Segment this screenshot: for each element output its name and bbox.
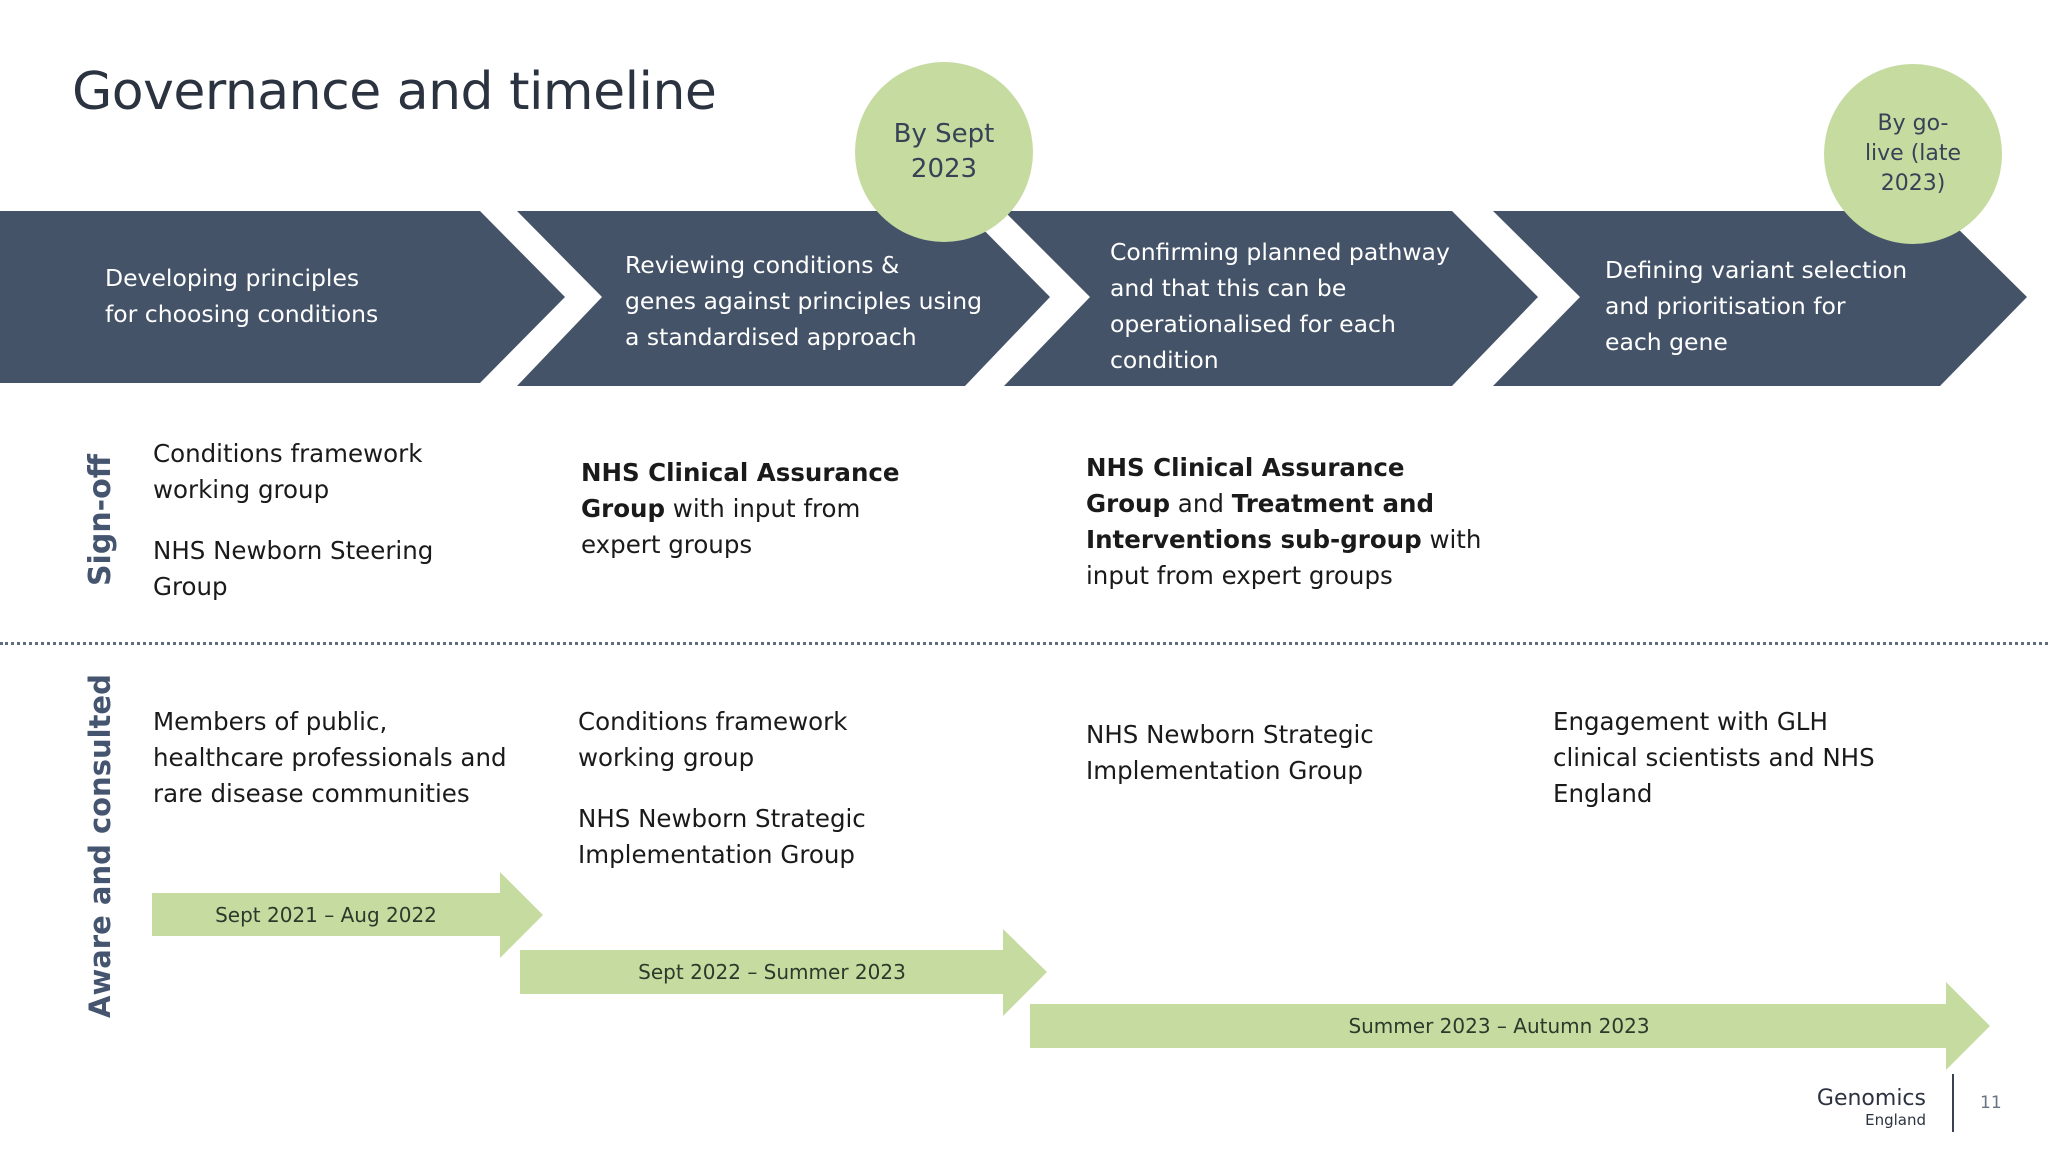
- signoff-3-line-4: input from expert groups: [1086, 561, 1393, 590]
- signoff-1-line-1: Conditions framework: [153, 439, 423, 468]
- phase-chevron-3: [1004, 211, 1538, 386]
- aware-1-line-1: Members of public,: [153, 707, 388, 736]
- aware-2-line-3: NHS Newborn Strategic: [578, 804, 866, 833]
- milestone-1-line-1: By Sept: [893, 119, 995, 149]
- timeline-label-2: Sept 2022 – Summer 2023: [638, 960, 906, 984]
- phase-3-line-3: operationalised for each: [1110, 310, 1396, 338]
- timeline-arrow-3: [1030, 982, 1990, 1070]
- signoff-2-line-1: NHS Clinical Assurance: [581, 458, 900, 487]
- milestone-2-line-3: 2023): [1880, 171, 1946, 196]
- page-number: 11: [1980, 1093, 2002, 1113]
- aware-1-line-2: healthcare professionals and: [153, 743, 507, 772]
- aware-4-line-3: England: [1553, 779, 1653, 808]
- signoff-2-line-2-rest: with input from: [665, 494, 861, 523]
- signoff-3-bold-group: Group: [1086, 489, 1171, 518]
- signoff-3-with: with: [1421, 525, 1482, 554]
- timeline-label-3: Summer 2023 – Autumn 2023: [1348, 1014, 1650, 1038]
- signoff-3-bold-treatment: Treatment and: [1231, 489, 1434, 518]
- phase-1-line-2: for choosing conditions: [105, 300, 379, 328]
- milestone-2-line-2: live (late: [1864, 141, 1962, 166]
- phase-4-line-2: and prioritisation for: [1605, 292, 1846, 320]
- phase-chevron-4: [1493, 211, 2027, 386]
- timeline-arrow-2: [520, 929, 1047, 1016]
- aware-3-line-1: NHS Newborn Strategic: [1086, 720, 1374, 749]
- signoff-3-and: and: [1170, 489, 1232, 518]
- phase-4-line-1: Defining variant selection: [1605, 256, 1908, 284]
- phase-2-line-1: Reviewing conditions &: [625, 251, 900, 279]
- genomics-england-logo: Genomics England: [1810, 1086, 1926, 1132]
- signoff-2-line-3: expert groups: [581, 530, 753, 559]
- aware-cell-1: Members of public, healthcare profession…: [153, 704, 507, 812]
- milestone-sept-2023: By Sept 2023: [855, 62, 1033, 242]
- milestone-2-line-1: By go-: [1877, 111, 1949, 136]
- signoff-3-line-1: NHS Clinical Assurance: [1086, 453, 1405, 482]
- phase-chevron-2: [517, 211, 1050, 386]
- aware-cell-3: NHS Newborn Strategic Implementation Gro…: [1086, 717, 1374, 789]
- milestone-1-line-2: 2023: [910, 154, 978, 184]
- aware-4-line-2: clinical scientists and NHS: [1553, 743, 1875, 772]
- timeline-arrow-1: [152, 872, 543, 958]
- aware-3-line-2: Implementation Group: [1086, 756, 1363, 785]
- aware-cell-2: Conditions framework working group NHS N…: [578, 704, 866, 873]
- signoff-1-line-2: working group: [153, 475, 330, 504]
- phase-2-line-3: a standardised approach: [625, 323, 917, 351]
- phase-1-line-1: Developing principles: [105, 264, 360, 292]
- phase-4-text: Defining variant selection and prioritis…: [1605, 252, 1907, 360]
- page-title: Governance and timeline: [72, 62, 717, 122]
- aware-2-line-4: Implementation Group: [578, 840, 855, 869]
- signoff-cell-1: Conditions framework working group NHS N…: [153, 436, 433, 605]
- phase-2-line-2: genes against principles using: [625, 287, 983, 315]
- signoff-1-line-3: NHS Newborn Steering: [153, 536, 434, 565]
- aware-cell-4: Engagement with GLH clinical scientists …: [1553, 704, 1875, 812]
- signoff-1-line-4: Group: [153, 572, 228, 601]
- aware-1-line-3: rare disease communities: [153, 779, 470, 808]
- phase-3-line-1: Confirming planned pathway: [1110, 238, 1450, 266]
- signoff-cell-3: NHS Clinical Assurance Group and Treatme…: [1086, 450, 1481, 594]
- timeline-label-1: Sept 2021 – Aug 2022: [215, 903, 437, 927]
- phase-3-line-2: and that this can be: [1110, 274, 1347, 302]
- phase-3-text: Confirming planned pathway and that this…: [1110, 234, 1450, 378]
- signoff-cell-2: NHS Clinical Assurance Group with input …: [581, 455, 900, 563]
- aware-2-line-2: working group: [578, 743, 755, 772]
- logo-main-text: Genomics: [1816, 1086, 1926, 1111]
- phase-1-text: Developing principles for choosing condi…: [105, 260, 378, 332]
- aware-4-line-1: Engagement with GLH: [1553, 707, 1828, 736]
- row-divider: [0, 642, 2048, 645]
- logo-sub-text: England: [1865, 1111, 1926, 1129]
- phase-2-text: Reviewing conditions & genes against pri…: [625, 247, 982, 355]
- aware-2-line-1: Conditions framework: [578, 707, 848, 736]
- signoff-3-bold-interventions: Interventions sub-group: [1086, 525, 1422, 554]
- footer-divider: [1952, 1074, 1954, 1132]
- milestone-go-live: By go- live (late 2023): [1824, 64, 2002, 244]
- phase-4-line-3: each gene: [1605, 328, 1728, 356]
- phase-chevron-1: [0, 211, 565, 383]
- phase-3-line-4: condition: [1110, 346, 1219, 374]
- signoff-2-bold-group: Group: [581, 494, 666, 523]
